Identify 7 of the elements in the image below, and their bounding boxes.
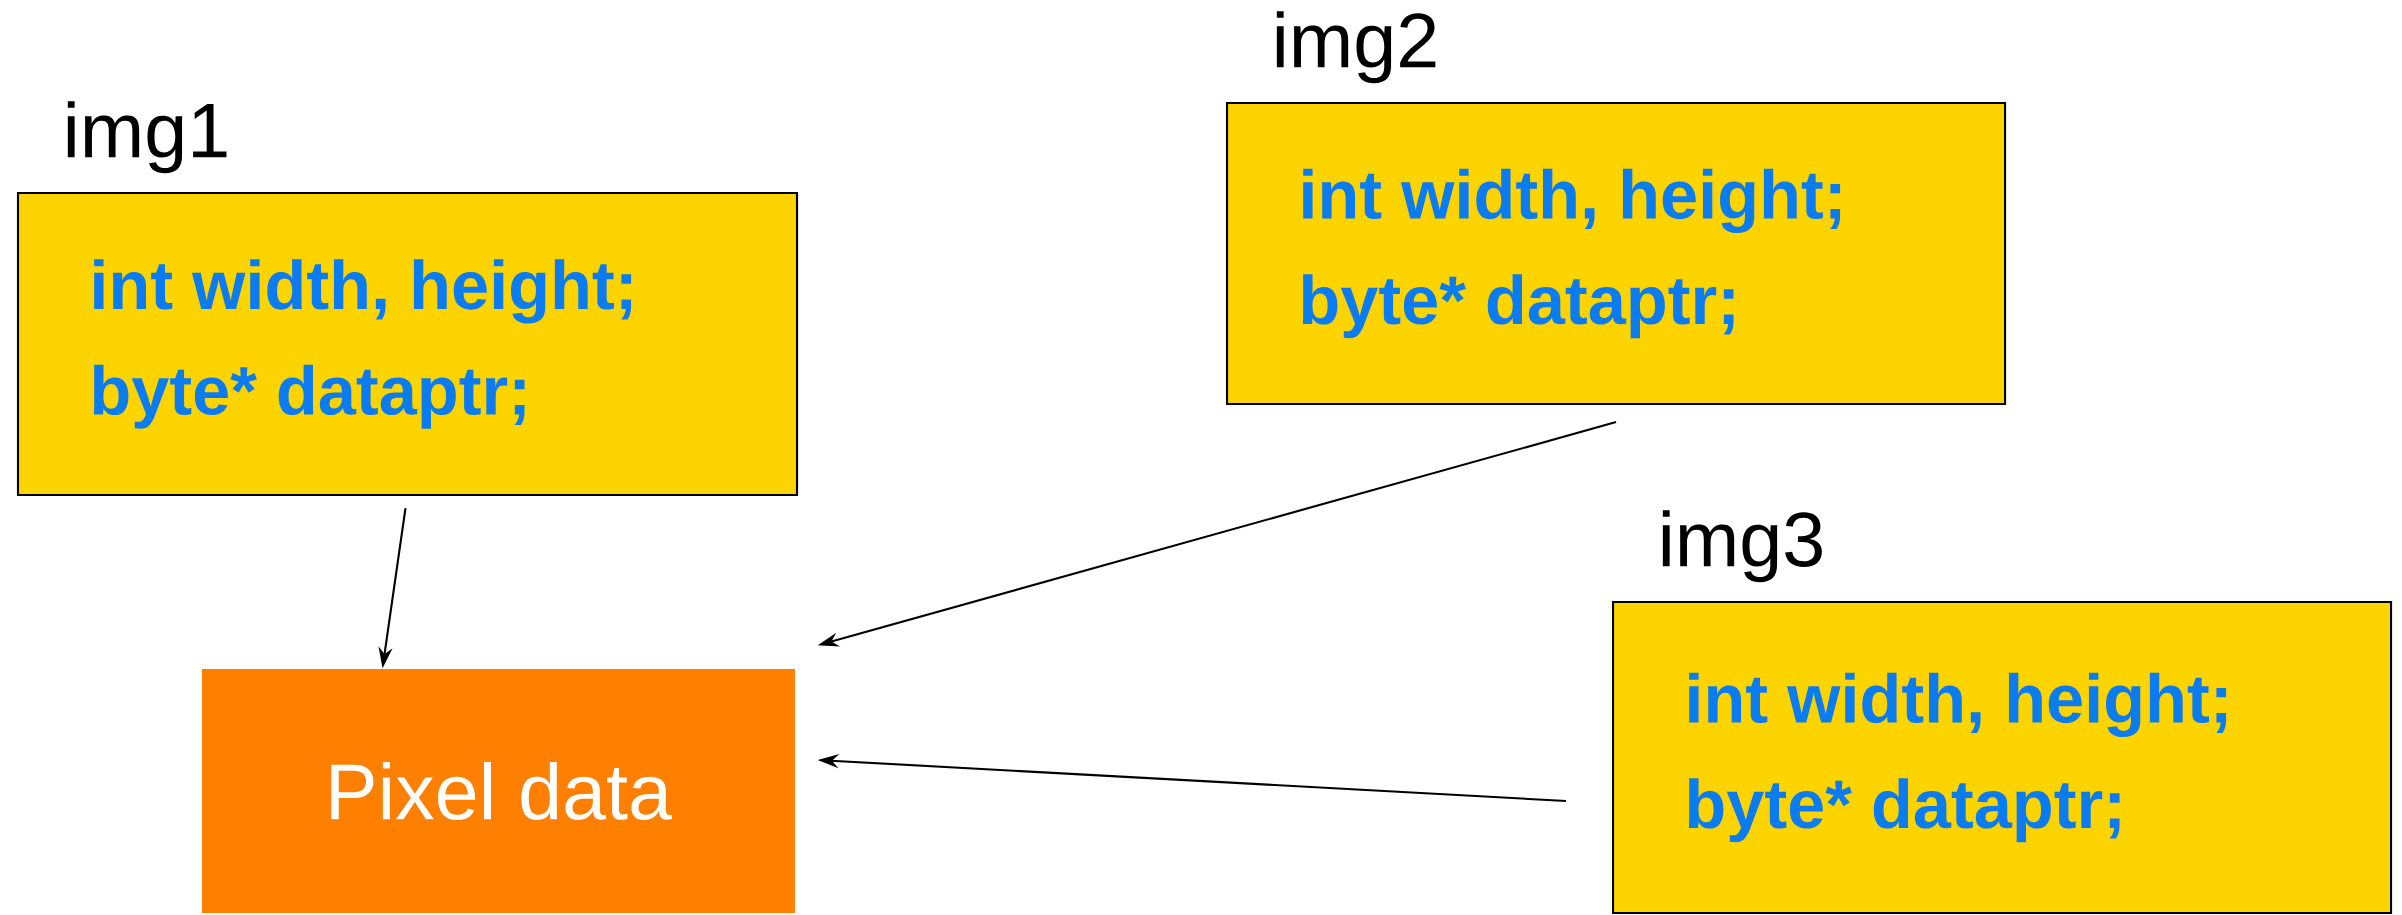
data-box: Pixel data [202, 669, 795, 913]
code-box: int width, height; byte* dataptr; [1611, 600, 2393, 915]
box-heading: img2 [1276, 11, 1436, 84]
box-heading: img3 [1662, 510, 1822, 583]
box-heading: img1 [67, 101, 227, 174]
code-box: int width, height; byte* dataptr; [1225, 101, 2007, 406]
code-box: int width, height; byte* dataptr; [16, 191, 799, 497]
